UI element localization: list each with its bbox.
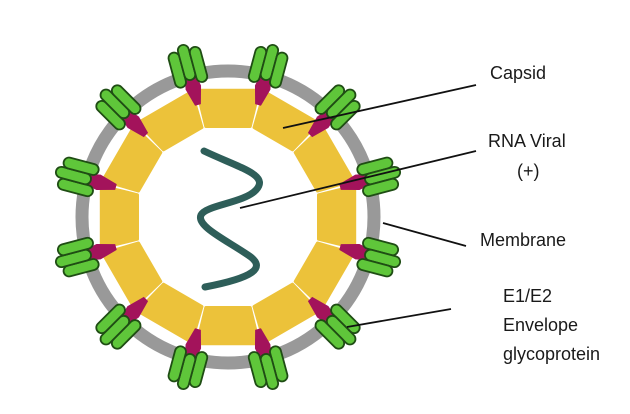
rna-strand [197, 147, 263, 291]
spike-rod [330, 99, 361, 131]
capsid-segment [99, 184, 139, 250]
glycoprotein-label-line1: E1/E2 [503, 286, 553, 306]
spike-rod [110, 84, 142, 115]
spike-rod [247, 351, 268, 389]
capsid-segment [317, 184, 357, 250]
capsid-leader-line [282, 84, 477, 129]
spike-anchor [121, 110, 149, 138]
capsid-segment [252, 90, 320, 152]
glycoprotein-spike [95, 296, 149, 350]
rna-layer [197, 147, 263, 291]
glycoprotein-spike [54, 156, 117, 198]
glycoprotein-spike [339, 236, 402, 278]
glycoprotein-leader-line [346, 308, 452, 328]
glycoprotein-spike [167, 43, 209, 106]
spike-rod [314, 319, 346, 350]
rna-leader-line [239, 150, 477, 209]
capsid-layer [99, 88, 357, 346]
spike-anchor [339, 243, 369, 261]
spike-anchor [87, 173, 117, 191]
membrane-ring [75, 64, 381, 370]
capsid-segment [293, 241, 355, 309]
spike-rod [56, 236, 94, 257]
spike-anchor [254, 76, 272, 106]
capsid-segment [101, 125, 163, 193]
leader-lines [239, 84, 477, 328]
glycoprotein-spike [54, 236, 117, 278]
membrane-leader-line [382, 222, 467, 247]
spike-anchor [307, 296, 335, 324]
capsid-segment [101, 241, 163, 309]
capsid-label: Capsid [490, 63, 547, 83]
spike-anchor [121, 296, 149, 324]
spike-rod [269, 51, 289, 89]
capsid-segment [195, 306, 261, 346]
spike-rod [95, 303, 126, 335]
glycoprotein-spike [167, 328, 209, 391]
membrane-layer [75, 64, 381, 370]
spike-rod [188, 45, 209, 83]
glycoprotein-spike [247, 328, 289, 391]
glycoprotein-spikes [54, 43, 402, 391]
spike-rod [356, 258, 394, 278]
capsid-segment [136, 282, 204, 344]
glycoprotein-label-line3: glycoprotein [503, 344, 601, 364]
capsid-segment [195, 88, 261, 128]
membrane-label: Membrane [480, 230, 567, 250]
rna-label-line1: RNA Viral [488, 131, 566, 151]
spike-rod [167, 345, 187, 383]
glycoprotein-spike [95, 84, 149, 138]
spike-anchor [184, 76, 202, 106]
spike-rod [62, 156, 100, 176]
spike-rod [362, 177, 400, 198]
capsid-segment [293, 125, 355, 193]
rna-label-line2: (+) [517, 161, 540, 181]
spike-anchor [254, 328, 272, 358]
spike-anchor [87, 243, 117, 261]
capsid-segment [252, 282, 320, 344]
capsid-segment [136, 90, 204, 152]
glycoprotein-label-line2: Envelope [503, 315, 579, 335]
spike-anchor [184, 328, 202, 358]
glycoprotein-spike [247, 43, 289, 106]
